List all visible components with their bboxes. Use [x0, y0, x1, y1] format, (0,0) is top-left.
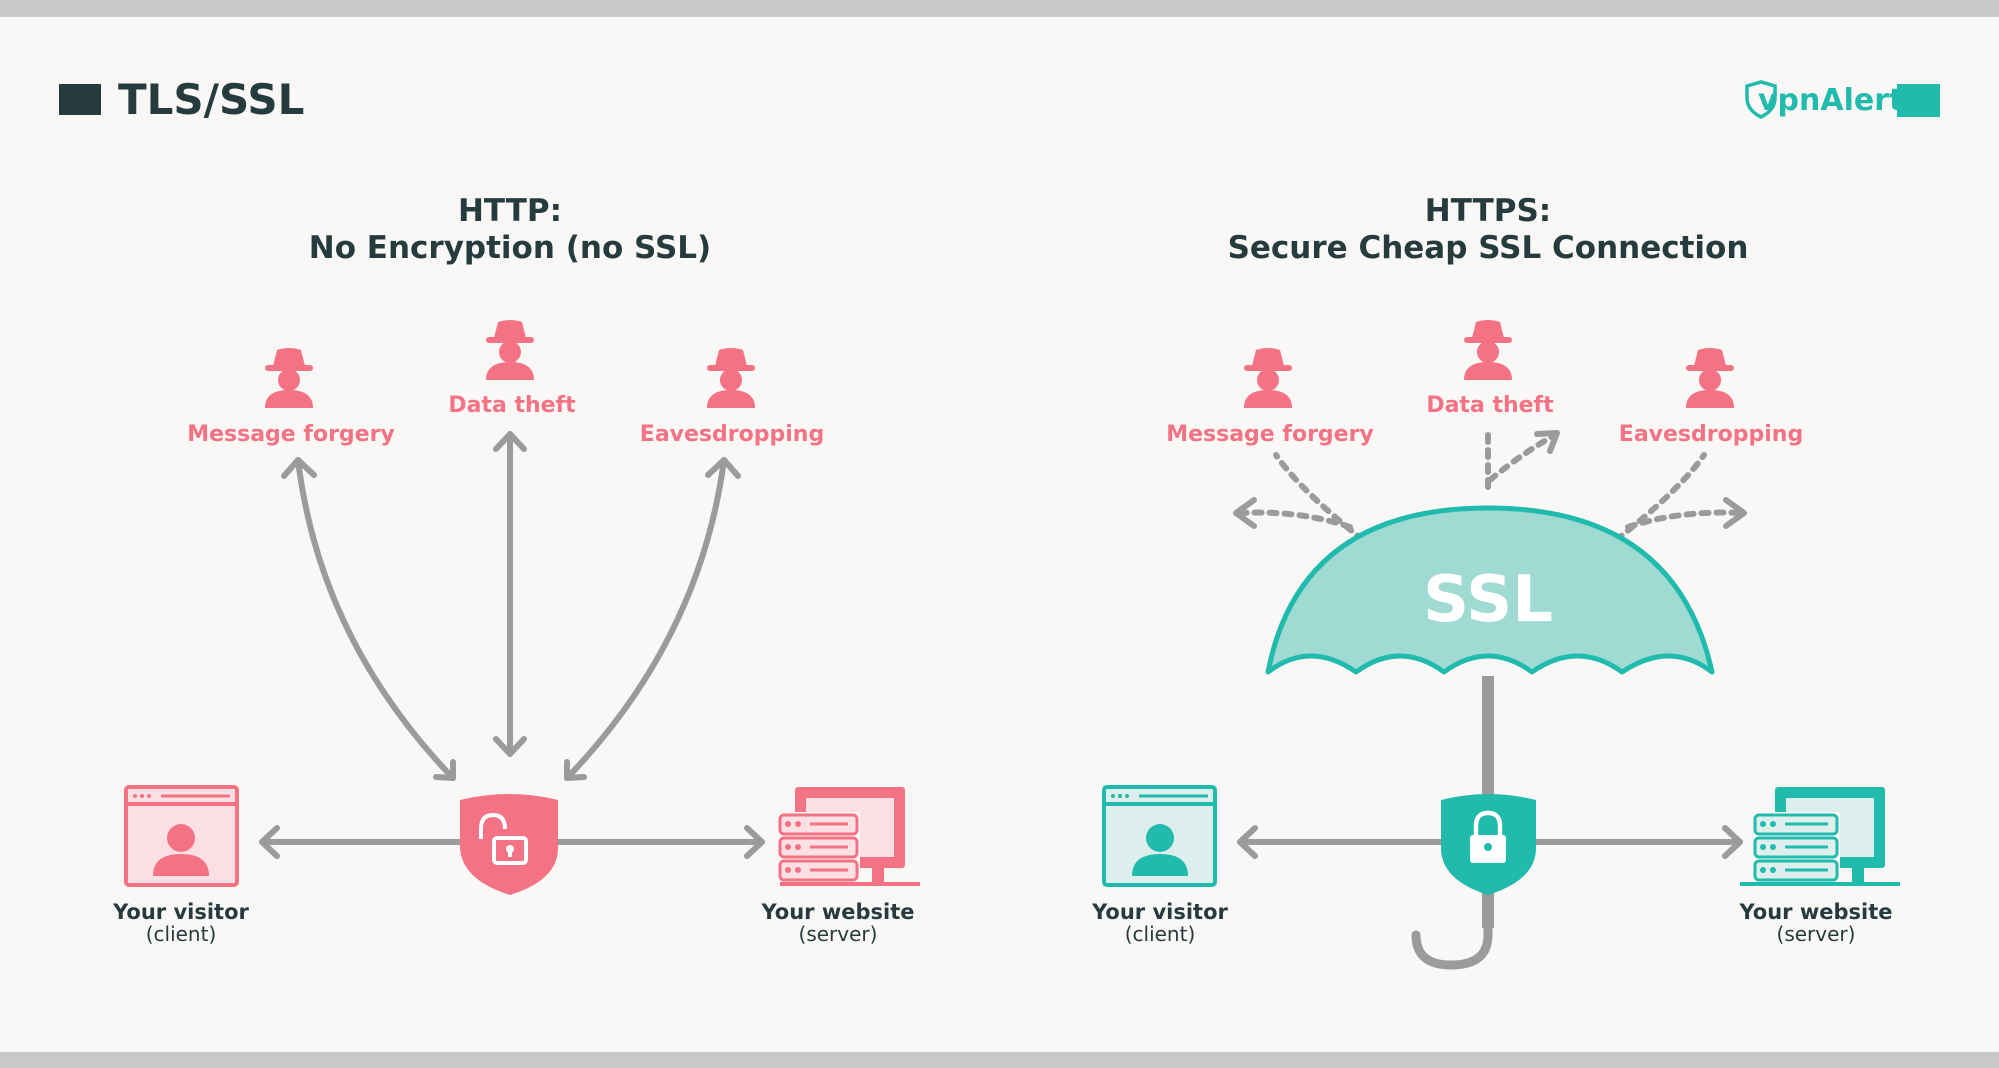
http-spy-forgery-icon: [265, 348, 313, 408]
logo-square-icon: [1897, 84, 1940, 117]
https-spy-forgery-icon: [1244, 348, 1292, 408]
http-unlocked-shield-icon: [460, 794, 558, 895]
umbrella-ssl-label: SSL: [1423, 563, 1553, 637]
https-connection-arrows: [1237, 825, 1743, 859]
http-spy-theft-icon: [486, 320, 534, 380]
bottom-bar: [0, 1052, 1999, 1068]
https-website-server-icon: [1740, 787, 1900, 886]
https-website-sub: (server): [1777, 922, 1856, 946]
http-visitor-sub: (client): [146, 922, 217, 946]
logo-text: vpnAlert: [1758, 83, 1903, 118]
http-spy-eavesdrop-icon: [707, 348, 755, 408]
http-threat-eavesdrop: Eavesdropping: [640, 422, 824, 447]
https-visitor-sub: (client): [1125, 922, 1196, 946]
http-visitor-label: Your visitor: [112, 900, 249, 924]
https-threat-theft: Data theft: [1426, 393, 1554, 418]
logo-shield-icon: [1745, 80, 1777, 119]
http-threat-theft: Data theft: [448, 393, 576, 418]
http-visitor-browser-icon: [124, 785, 239, 887]
https-spy-theft-icon: [1464, 320, 1512, 380]
http-website-server-icon: [777, 787, 920, 886]
https-spy-eavesdrop-icon: [1686, 348, 1734, 408]
https-website-label: Your website: [1739, 900, 1893, 924]
http-threat-forgery: Message forgery: [187, 422, 395, 447]
https-deflected-arrows: [1233, 425, 1747, 543]
http-website-sub: (server): [799, 922, 878, 946]
top-bar: [0, 0, 1999, 17]
https-threat-forgery: Message forgery: [1166, 422, 1374, 447]
http-website-label: Your website: [761, 900, 915, 924]
https-threat-eavesdrop: Eavesdropping: [1619, 422, 1803, 447]
https-title-line2: Secure Cheap SSL Connection: [1228, 230, 1749, 266]
vpnalert-logo: vpnAlert: [1745, 80, 1940, 119]
title-square-icon: [59, 84, 101, 115]
https-locked-shield-icon: [1441, 794, 1536, 895]
page-title: TLS/SSL: [118, 75, 304, 124]
http-title-line2: No Encryption (no SSL): [309, 230, 711, 266]
https-visitor-label: Your visitor: [1091, 900, 1228, 924]
ssl-umbrella-icon: [1265, 505, 1715, 970]
https-visitor-browser-icon: [1102, 785, 1217, 887]
https-title-line1: HTTPS:: [1425, 193, 1551, 229]
http-attack-arrows: [259, 431, 765, 859]
http-title-line1: HTTP:: [458, 193, 562, 229]
